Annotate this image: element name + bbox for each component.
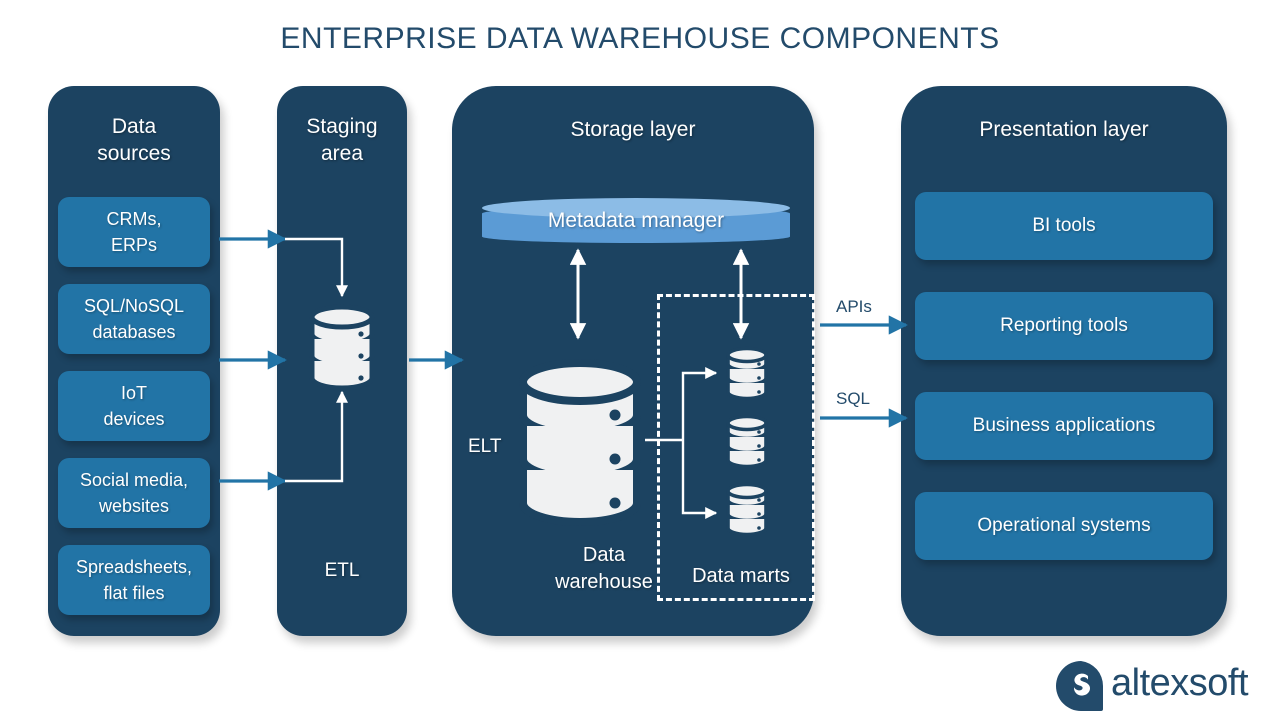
data-mart-cylinder-icon-3[interactable] xyxy=(724,481,770,539)
chip-label-line-1: SQL/NoSQL xyxy=(83,296,185,316)
chip-label-line-2: websites xyxy=(98,496,170,516)
panel-data-sources: Data sources CRMs, ERPs SQL/NoSQL databa… xyxy=(48,86,220,636)
altexsoft-wordmark: altexsoft xyxy=(1111,662,1249,704)
data-source-spreadsheets-flat-files[interactable]: Spreadsheets, flat files xyxy=(58,545,210,615)
panel-title-line-2: sources xyxy=(97,142,171,165)
data-source-iot-devices[interactable]: IoT devices xyxy=(58,371,210,441)
data-source-social-media-websites[interactable]: Social media, websites xyxy=(58,458,210,528)
chip-label-line-2: ERPs xyxy=(110,235,157,255)
data-marts-caption: Data marts xyxy=(692,565,790,587)
metadata-manager-label: Metadata manager xyxy=(547,209,725,232)
data-mart-cylinder-icon-2[interactable] xyxy=(724,413,770,471)
chip-label-line-2: flat files xyxy=(103,583,165,603)
panel-title-line-2: area xyxy=(320,142,364,165)
page-title: ENTERPRISE DATA WAREHOUSE COMPONENTS xyxy=(280,22,1000,55)
altexsoft-logo[interactable]: altexsoft xyxy=(1055,658,1255,714)
arrow-sources-to-staging xyxy=(219,229,287,491)
cylinder-top xyxy=(482,198,790,218)
data-source-sql-nosql-databases[interactable]: SQL/NoSQL databases xyxy=(58,284,210,354)
chip-label-line-1: IoT xyxy=(120,383,147,403)
storage-elt-label: ELT xyxy=(468,436,502,457)
presentation-item-bi-tools[interactable]: BI tools xyxy=(915,192,1213,260)
chip-label-line-1: CRMs, xyxy=(106,209,162,229)
flow-label-sql: SQL xyxy=(836,389,871,408)
staging-etl-label: ETL xyxy=(324,560,360,581)
panel-staging-area: Staging area ETL xyxy=(277,86,407,636)
panel-staging-area-title: Staging area xyxy=(277,113,407,167)
chip-label-line-1: Social media, xyxy=(79,470,189,490)
chip-label-line-1: Spreadsheets, xyxy=(75,557,193,577)
data-source-crms-erps[interactable]: CRMs, ERPs xyxy=(58,197,210,267)
caption-line-2: warehouse xyxy=(555,571,653,593)
panel-storage-layer: Storage layer Metadata manager ELT Data xyxy=(452,86,815,636)
data-warehouse-cylinder-icon[interactable] xyxy=(516,352,644,526)
panel-presentation-layer: Presentation layer BI tools Reporting to… xyxy=(901,86,1227,636)
panel-title-line-1: Data xyxy=(111,115,157,138)
data-warehouse-caption: Data warehouse xyxy=(514,542,694,596)
data-mart-cylinder-icon-1[interactable] xyxy=(724,345,770,403)
presentation-item-reporting-tools[interactable]: Reporting tools xyxy=(915,292,1213,360)
panel-data-sources-title: Data sources xyxy=(48,113,220,167)
panel-title-line-1: Staging xyxy=(306,115,378,138)
chip-label-line-2: devices xyxy=(103,409,165,429)
database-cylinder-icon xyxy=(309,304,375,391)
presentation-item-operational-systems[interactable]: Operational systems xyxy=(915,492,1213,560)
caption-line-1: Data xyxy=(582,544,626,566)
chip-label-line-2: databases xyxy=(92,322,176,342)
presentation-item-business-applications[interactable]: Business applications xyxy=(915,392,1213,460)
panel-storage-layer-title: Storage layer xyxy=(570,118,696,141)
panel-presentation-layer-title: Presentation layer xyxy=(979,118,1149,141)
flow-label-apis: APIs xyxy=(836,297,872,316)
metadata-manager-cylinder[interactable]: Metadata manager xyxy=(482,198,790,246)
speech-bubble-icon xyxy=(1056,661,1104,711)
